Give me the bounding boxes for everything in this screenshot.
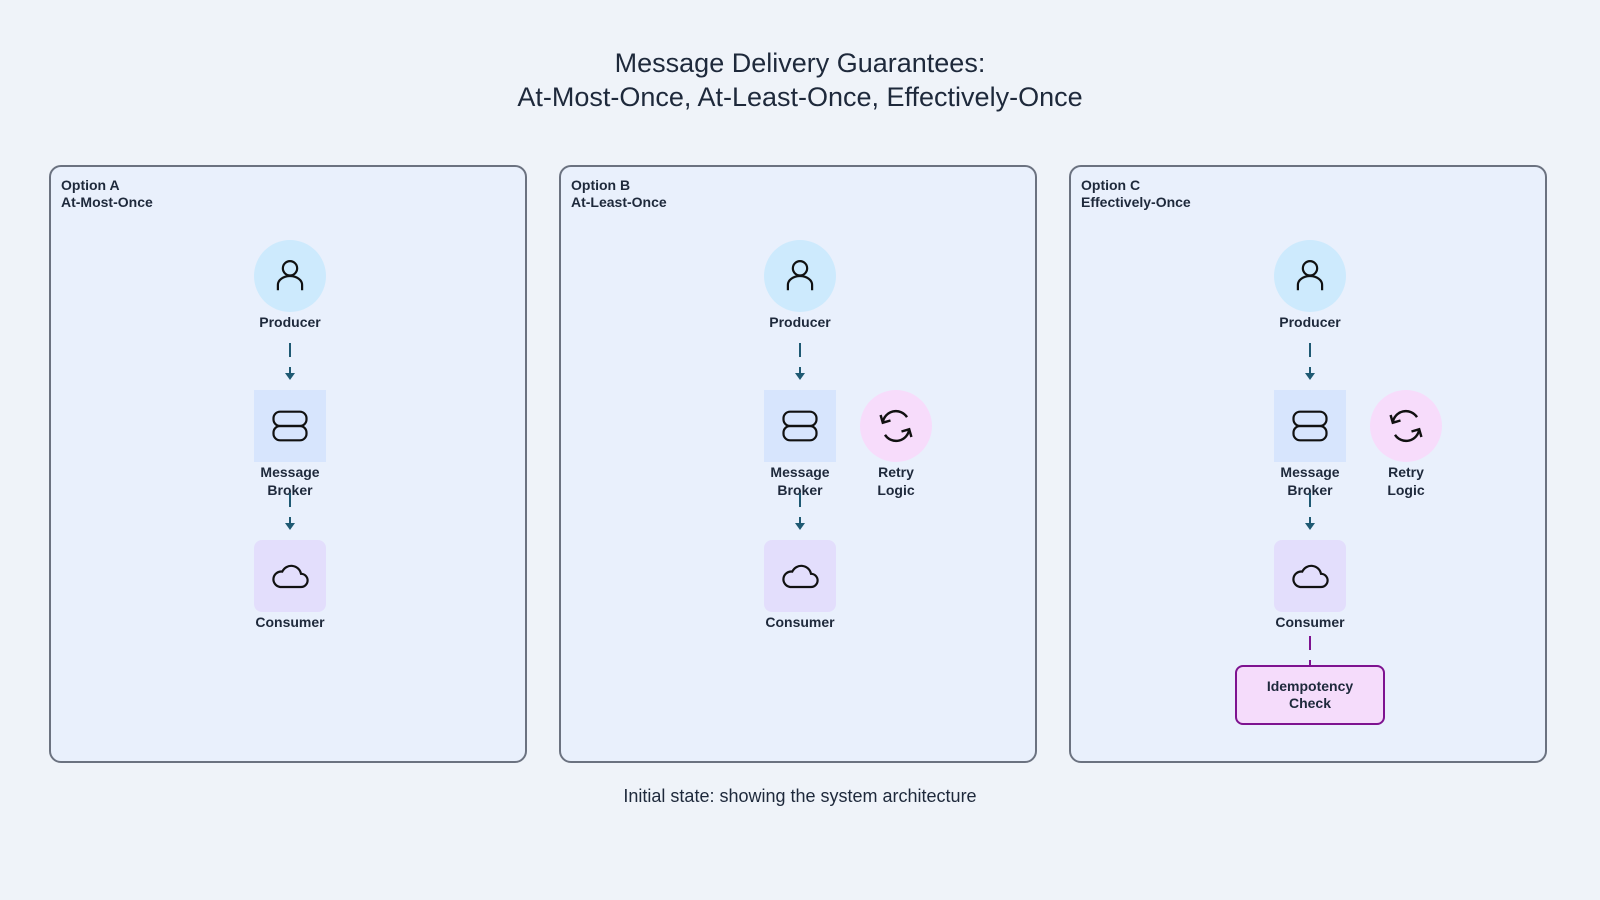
panel-guarantee-name: Effectively-Once <box>1081 194 1191 210</box>
consumer-node[interactable] <box>764 540 836 612</box>
arrow-producer-to-broker <box>1305 343 1315 380</box>
refresh-icon <box>1384 404 1428 448</box>
producer-label-line: Producer <box>1279 314 1341 330</box>
consumer-label-line: Consumer <box>255 614 325 630</box>
consumer-node[interactable] <box>1274 540 1346 612</box>
producer-label: Producer <box>1250 313 1370 331</box>
producer-label: Producer <box>230 313 350 331</box>
message-broker-node[interactable] <box>764 390 836 462</box>
user-icon <box>268 254 312 298</box>
panel-header: Option B At-Least-Once <box>571 177 667 211</box>
title-line-1: Message Delivery Guarantees: <box>614 48 986 78</box>
panel-header: Option C Effectively-Once <box>1081 177 1191 211</box>
panel-guarantee-name: At-Least-Once <box>571 194 667 210</box>
cloud-icon <box>778 554 822 598</box>
cloud-icon <box>268 554 312 598</box>
database-icon <box>1288 404 1332 448</box>
panel-option-label: Option A <box>61 177 120 193</box>
idempotency-label-line: Check <box>1288 695 1331 711</box>
panel-option-label: Option B <box>571 177 631 193</box>
producer-node[interactable] <box>1274 240 1346 312</box>
broker-label-line: Message <box>260 464 320 480</box>
idempotency-label-line: Idempotency <box>1266 678 1354 694</box>
producer-label: Producer <box>740 313 860 331</box>
refresh-icon <box>874 404 918 448</box>
consumer-node[interactable] <box>254 540 326 612</box>
broker-label-line: Message <box>770 464 830 480</box>
arrow-broker-to-consumer <box>285 493 295 530</box>
broker-label-line: Broker <box>777 482 823 498</box>
producer-node[interactable] <box>254 240 326 312</box>
panel-guarantee-name: At-Most-Once <box>61 194 153 210</box>
retry-label-line: Logic <box>877 482 915 498</box>
broker-label-line: Broker <box>267 482 313 498</box>
message-broker-node[interactable] <box>254 390 326 462</box>
producer-label-line: Producer <box>769 314 831 330</box>
consumer-label-line: Consumer <box>765 614 835 630</box>
message-broker-node[interactable] <box>1274 390 1346 462</box>
database-icon <box>268 404 312 448</box>
retry-label-line: Retry <box>1388 464 1424 480</box>
user-icon <box>1288 254 1332 298</box>
arrow-broker-to-consumer <box>795 493 805 530</box>
arrow-producer-to-broker <box>795 343 805 380</box>
panel-option-label: Option C <box>1081 177 1141 193</box>
retry-logic-node[interactable] <box>1370 390 1442 462</box>
database-icon <box>778 404 822 448</box>
user-icon <box>778 254 822 298</box>
producer-node[interactable] <box>764 240 836 312</box>
diagram-title: Message Delivery Guarantees: At-Most-Onc… <box>0 46 1600 114</box>
producer-label-line: Producer <box>259 314 321 330</box>
arrow-broker-to-consumer <box>1305 493 1315 530</box>
retry-label-line: Logic <box>1387 482 1425 498</box>
consumer-label-line: Consumer <box>1275 614 1345 630</box>
broker-label-line: Broker <box>1287 482 1333 498</box>
arrow-producer-to-broker <box>285 343 295 380</box>
consumer-label: Consumer <box>740 613 860 631</box>
broker-label-line: Message <box>1280 464 1340 480</box>
consumer-label: Consumer <box>230 613 350 631</box>
title-line-2: At-Most-Once, At-Least-Once, Effectively… <box>517 82 1083 112</box>
panel-header: Option A At-Most-Once <box>61 177 153 211</box>
retry-logic-node[interactable] <box>860 390 932 462</box>
cloud-icon <box>1288 554 1332 598</box>
status-caption: Initial state: showing the system archit… <box>623 786 977 806</box>
consumer-label: Consumer <box>1250 613 1370 631</box>
retry-label-line: Retry <box>878 464 914 480</box>
